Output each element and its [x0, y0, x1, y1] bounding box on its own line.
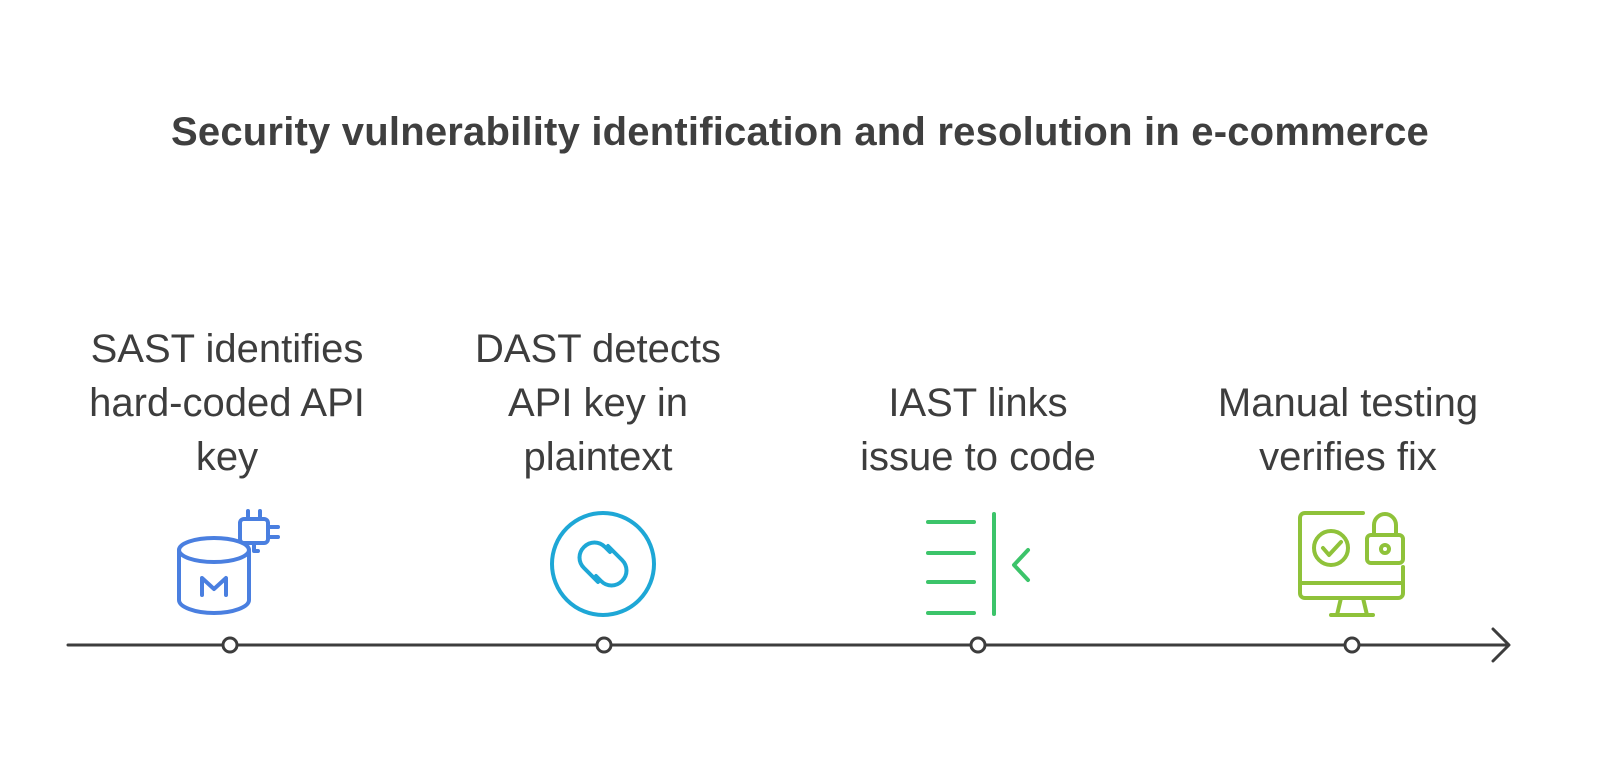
step-4-label-line: verifies fix — [1259, 435, 1437, 479]
step-3-label-line: IAST links — [888, 381, 1068, 425]
step-2-label-line: plaintext — [523, 435, 673, 479]
timeline-arrowhead — [1491, 627, 1511, 663]
step-1-label: SAST identifies hard-coded API key — [57, 322, 397, 484]
diagram-title: Security vulnerability identification an… — [171, 110, 1429, 154]
step-2-label-line: DAST detects — [474, 327, 722, 371]
step-4-label-line: Manual testing — [1217, 381, 1479, 425]
collapse-lines-icon — [926, 512, 1030, 616]
step-1-label-line: hard-coded API — [89, 381, 365, 425]
step-1-label-line: SAST identifies — [90, 327, 364, 371]
step-3-label: IAST links issue to code — [808, 376, 1148, 484]
step-1-label-line: key — [195, 435, 259, 479]
timeline-marker-2 — [595, 636, 613, 654]
timeline-marker-3 — [969, 636, 987, 654]
step-2-label-line: API key in — [507, 381, 689, 425]
step-4-label: Manual testing verifies fix — [1178, 376, 1518, 484]
step-2-label: DAST detects API key in plaintext — [428, 322, 768, 484]
step-3-label-line: issue to code — [860, 435, 1096, 479]
timeline-marker-1 — [221, 636, 239, 654]
database-chip-icon — [177, 509, 280, 615]
secure-monitor-icon — [1298, 511, 1405, 617]
timeline-marker-4 — [1343, 636, 1361, 654]
link-circle-icon — [550, 511, 656, 617]
